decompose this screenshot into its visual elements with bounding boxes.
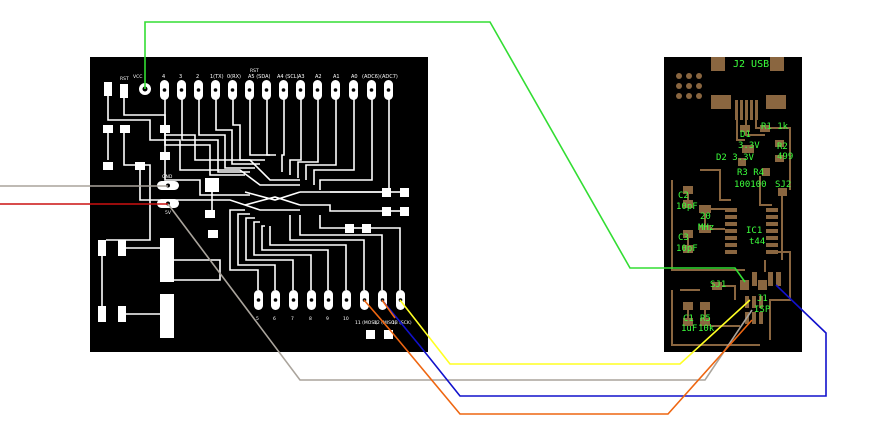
blue-wire (381, 284, 827, 397)
top-pin-label: A5 (SDA) (248, 74, 270, 80)
component-label: ISP (754, 305, 771, 315)
component-label: 100100 (734, 180, 767, 190)
component-label: IC1 (746, 226, 762, 236)
top-pin-label: 2 (196, 74, 199, 80)
left-board-traces (101, 96, 401, 315)
bottom-pin-label: 5 (256, 316, 259, 322)
small-label: RST (120, 76, 129, 82)
bottom-pin-label: 11 (MOSI) (355, 320, 378, 326)
gnd-label: GND (162, 174, 173, 180)
orange-wire-stub (381, 299, 396, 319)
component-label: t44 (749, 237, 765, 247)
gray-wire (167, 203, 753, 381)
component-label: R3 R4 (737, 168, 764, 178)
component-label: R2 (777, 142, 788, 152)
component-label: 10pF (676, 244, 698, 254)
component-label: C2 (678, 191, 689, 201)
wires (0, 21, 827, 415)
top-pin-labels: 4 3 2 1(TX) 0(RX) A5 (SDA) A4 (SCL) A3 A… (120, 68, 398, 82)
bottom-pin-label: 7 (291, 316, 294, 322)
component-label: C1 (683, 314, 694, 324)
bottom-pin-label: 12 (MISO) (374, 320, 397, 326)
component-label: J1 (757, 294, 768, 304)
component-label: 10k (698, 324, 715, 334)
top-pin-label: 3 (179, 74, 182, 80)
green-wire (144, 21, 746, 283)
top-pin-label: A0 (351, 74, 358, 80)
component-label: MHz (698, 223, 714, 233)
right-board-traces (671, 120, 791, 346)
top-header (139, 80, 393, 100)
orange-wire (363, 299, 753, 415)
component-label: SJ1 (710, 280, 726, 290)
component-label: R5 (700, 314, 711, 324)
5v-label: 5V (165, 210, 172, 216)
yellow-wire (399, 299, 751, 365)
bottom-pin-label: 8 (309, 316, 312, 322)
bottom-pin-label: 10 (343, 316, 349, 322)
top-pin-label: A1 (333, 74, 340, 80)
top-pin-label: (ADC6) (362, 74, 380, 80)
top-pin-label: 0(RX) (227, 74, 241, 80)
component-label: C3 (678, 233, 689, 243)
component-label: D1 (740, 130, 751, 140)
small-label: VCC (133, 74, 142, 80)
component-label: 499 (777, 152, 793, 162)
top-pin-label: A4 (SCL) (277, 74, 299, 80)
top-pin-label: 1(TX) (210, 74, 224, 80)
component-label: R1 1k (761, 122, 789, 132)
usb-programmer-board: J2 USB R1 1k D1 3.3V R2 499 D2 3.3V R3 R… (664, 57, 802, 352)
top-pin-label: A3 (298, 74, 305, 80)
top-pin-label: A2 (315, 74, 322, 80)
top-pin-label: (ADC7) (380, 74, 398, 80)
component-label: D2 3.3V (716, 153, 755, 163)
component-label: SJ2 (775, 180, 791, 190)
bottom-pin-label: 6 (273, 316, 276, 322)
component-label: 20 (700, 212, 711, 222)
small-label: RST (250, 68, 259, 74)
component-label: 3.3V (738, 141, 760, 151)
bottom-pin-label: 9 (326, 316, 329, 322)
top-pin-label: 4 (162, 74, 165, 80)
usb-title: J2 USB (733, 59, 769, 70)
right-board-copper (676, 57, 787, 326)
right-board-labels: J2 USB R1 1k D1 3.3V R2 499 D2 3.3V R3 R… (676, 59, 793, 334)
component-label: 1uF (681, 324, 697, 334)
component-label: 10pF (676, 202, 698, 212)
